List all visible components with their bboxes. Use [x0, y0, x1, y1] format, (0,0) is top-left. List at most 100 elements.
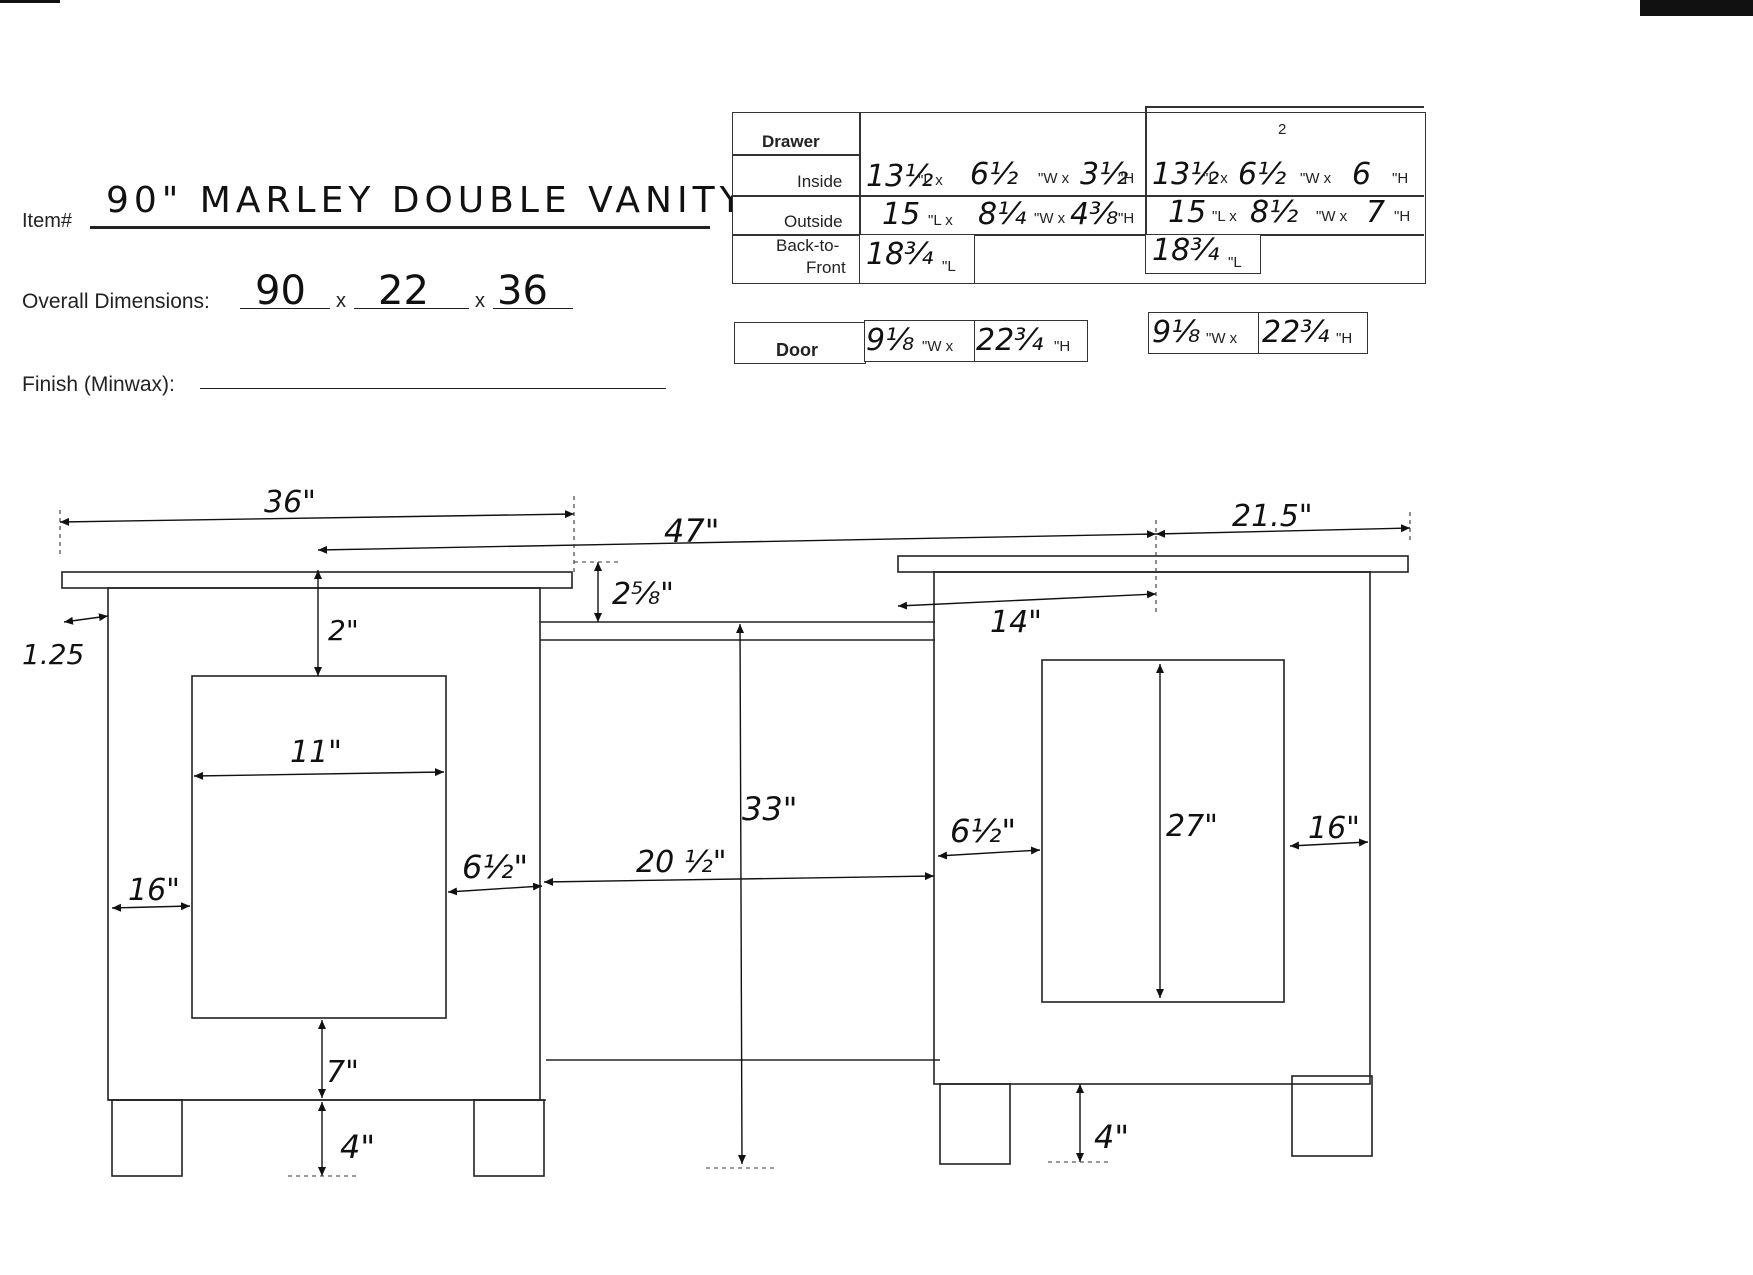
left-door-panel [191, 675, 447, 1019]
label-20-5: 20 ½" [636, 845, 727, 880]
door2-unit-w: "W x [1206, 330, 1238, 347]
scan-edge-mark-right [1640, 0, 1753, 16]
right-cabinet-body [933, 571, 1371, 1085]
label-1-25: 1.25 [22, 638, 84, 671]
drawer-table-frame [732, 112, 1426, 284]
label-2: 2" [328, 614, 359, 647]
label-16-left: 16" [128, 873, 180, 908]
d2-b2f-cell [1145, 234, 1261, 274]
door-label-cell [734, 322, 866, 364]
door2-height: 22¾ [1262, 315, 1330, 350]
drawer-table-row-sep-3 [732, 234, 1424, 236]
right-foot-1 [939, 1083, 1011, 1165]
d2-inside-unit-h: "H [1392, 170, 1409, 187]
d1-inside-height: 3½ [1080, 157, 1129, 192]
drawer-col2-number: 2 [1278, 121, 1287, 138]
dim-line-20-5 [543, 872, 935, 886]
right-door-panel [1041, 659, 1285, 1003]
label-6-5-left: 6½" [462, 848, 528, 886]
overall-width-line [240, 308, 330, 309]
scan-edge-mark-left [0, 0, 60, 3]
d1-inside-length: 13½ [866, 159, 934, 194]
d1-inside-unit-w: "W x [1038, 170, 1070, 187]
door1-width: 9⅛ [866, 323, 915, 358]
dim-line-6-5-right [937, 846, 1041, 860]
row-label-outside: Outside [784, 212, 843, 231]
drawer-table-top-rule-2 [1145, 106, 1424, 108]
label-14: 14" [990, 605, 1042, 640]
overall-dimensions-label: Overall Dimensions: [22, 290, 210, 313]
d2-outside-unit-l: "L x [1212, 208, 1237, 225]
d1-outside-unit-w: "W x [1034, 210, 1066, 227]
drawer-table-row-sep-1 [732, 154, 859, 156]
overall-depth-line [354, 308, 469, 309]
dim-line-14 [897, 590, 1157, 610]
door1-unit-w: "W x [922, 338, 954, 355]
dim-x-2: x [475, 290, 485, 312]
label-27: 27" [1166, 809, 1218, 844]
drawer-table-row-sep-2 [732, 195, 1424, 197]
door2-width-cell [1148, 312, 1260, 354]
item-underline [90, 226, 710, 229]
door1-height: 22¾ [976, 323, 1044, 358]
d2-inside-height: 6 [1352, 157, 1372, 192]
d1-b2f-unit: "L [942, 258, 956, 275]
item-label: Item# [22, 210, 73, 232]
d1-outside-length: 15 [882, 197, 921, 232]
door1-width-cell [864, 320, 976, 362]
row-label-inside: Inside [797, 172, 843, 191]
label-7: 7" [326, 1055, 359, 1090]
drawer-header: Drawer [762, 132, 820, 151]
left-foot-1 [111, 1099, 183, 1177]
d1-inside-width: 6½ [970, 157, 1019, 192]
label-16-right: 16" [1308, 811, 1360, 846]
label-47: 47" [664, 512, 719, 550]
door-label: Door [776, 340, 818, 360]
d2-outside-height: 7 [1366, 195, 1386, 230]
dim-line-1-25 [63, 613, 109, 625]
finish-label: Finish (Minwax): [22, 373, 175, 396]
door1-unit-h: "H [1054, 338, 1071, 355]
d2-inside-width: 6½ [1238, 157, 1287, 192]
dim-line-6-5-left [447, 882, 543, 896]
d2-inside-unit-l: "L x [1203, 170, 1228, 187]
overall-height-value: 36 [497, 268, 548, 314]
d2-outside-unit-h: "H [1394, 208, 1411, 225]
d1-outside-unit-l: "L x [928, 212, 953, 229]
dim-line-16-left [111, 902, 191, 912]
d2-outside-width: 8½ [1250, 195, 1299, 230]
door2-width: 9⅛ [1152, 315, 1201, 350]
d2-back-to-front: 18¾ [1152, 233, 1220, 268]
dim-line-21-5 [1155, 524, 1411, 538]
label-11: 11" [290, 735, 342, 770]
dim-line-33 [736, 623, 746, 1165]
dim-line-36 [59, 510, 575, 526]
left-foot-2 [473, 1099, 545, 1177]
door1-height-cell [974, 320, 1088, 362]
label-4-right: 4" [1094, 1118, 1129, 1156]
label-6-5-right: 6½" [950, 812, 1016, 850]
d1-back-to-front: 18¾ [866, 237, 934, 272]
door2-height-cell [1258, 312, 1368, 354]
overall-width-value: 90 [255, 268, 306, 314]
dim-line-16-right [1289, 838, 1369, 850]
d2-outside-length: 15 [1168, 195, 1207, 230]
door2-unit-h: "H [1336, 330, 1353, 347]
dim-x-1: x [336, 290, 346, 312]
d2-b2f-unit: "L [1228, 254, 1242, 271]
finish-line [200, 388, 666, 389]
d2-inside-unit-w: "W x [1300, 170, 1332, 187]
d1-inside-unit-h: "H [1118, 170, 1135, 187]
right-countertop [897, 555, 1409, 573]
item-value: 90" MARLEY DOUBLE VANITY [106, 180, 747, 221]
dim-line-47 [317, 530, 1157, 554]
dim-line-11 [193, 768, 445, 780]
overall-depth-value: 22 [378, 268, 429, 314]
label-2-5-8: 2⅝" [612, 577, 674, 612]
d2-outside-unit-w: "W x [1316, 208, 1348, 225]
d2-inside-length: 13½ [1152, 157, 1220, 192]
d1-inside-unit-l: "L x [918, 172, 943, 189]
row-label-back-to-front-1: Back-to- [776, 236, 840, 255]
drawer-table-col-sep-1 [859, 112, 861, 282]
